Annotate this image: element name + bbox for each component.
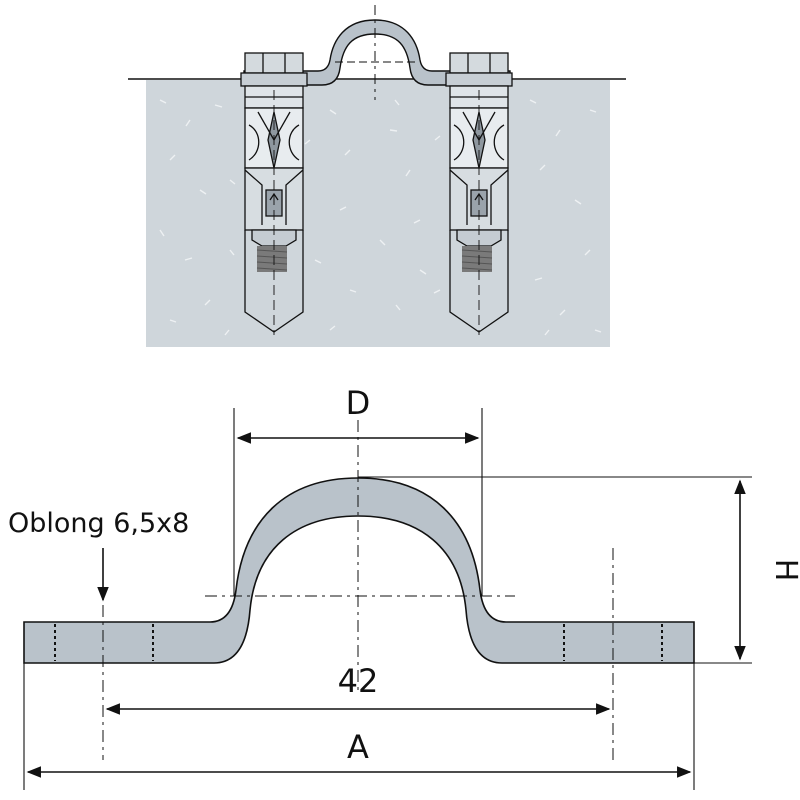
concrete-texture <box>159 99 602 336</box>
anchor-left <box>240 52 308 335</box>
oblong-label: Oblong 6,5x8 <box>8 508 189 539</box>
dimension-view: D H 42 A Oblong 6,5x8 <box>8 384 800 790</box>
dim-42-label: 42 <box>338 662 379 700</box>
dim-h-label: H <box>768 559 800 582</box>
extension-lines <box>23 408 752 790</box>
dimension-arrows <box>26 432 746 778</box>
bracket-profile <box>23 477 695 664</box>
installation-view <box>128 5 626 347</box>
dim-a-label: A <box>347 728 369 766</box>
dim-d-label: D <box>346 384 371 422</box>
anchor-right <box>445 52 513 335</box>
oblong-holes <box>54 624 663 661</box>
concrete-block <box>146 80 610 347</box>
centerlines <box>102 420 614 760</box>
